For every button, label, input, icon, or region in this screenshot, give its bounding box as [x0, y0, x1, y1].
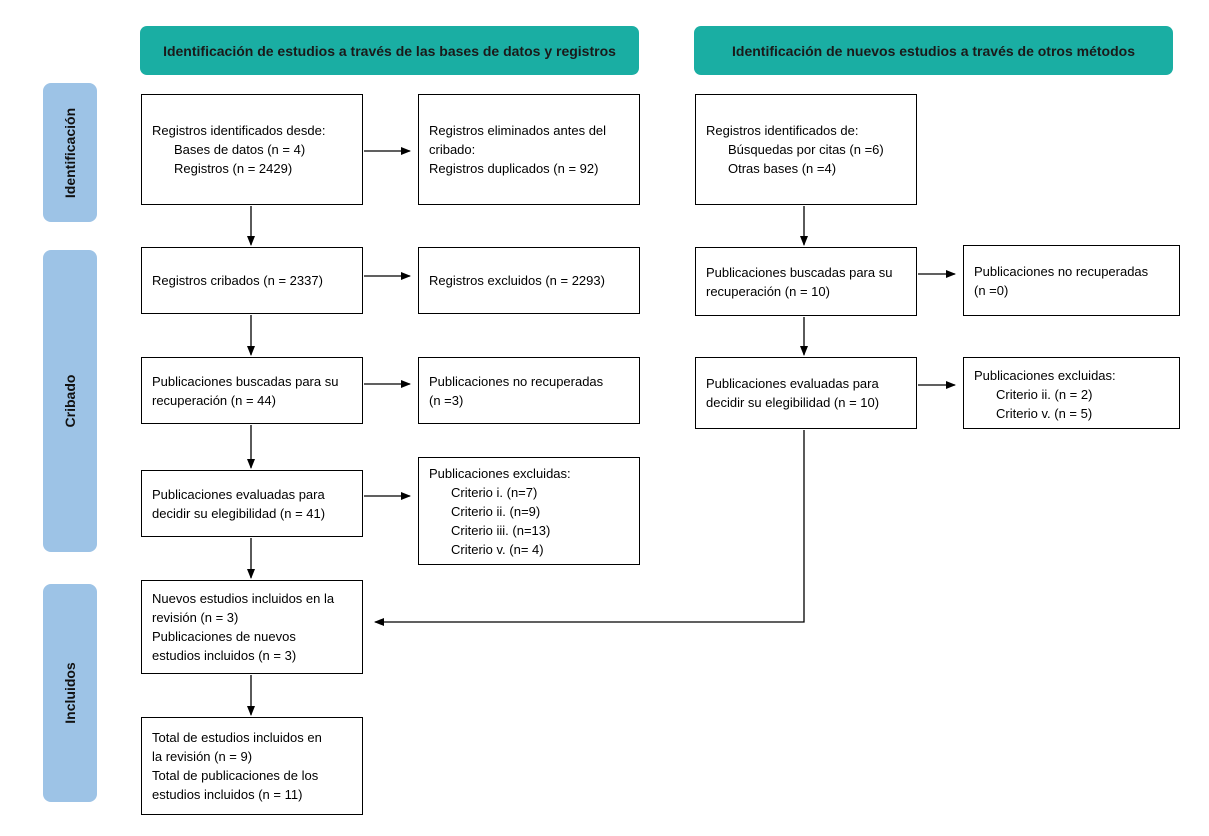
other-records-title: Registros identificados de: [706, 123, 859, 138]
total-included-line2: la revisión (n = 9) [152, 749, 253, 764]
total-included-line4: estudios incluidos (n = 11) [152, 787, 303, 802]
other-excluded-criterion-2: Criterio v. (n = 5) [996, 406, 1093, 421]
header-database-identification: Identificación de estudios a través de l… [140, 26, 639, 75]
other-records-other-bases: Otras bases (n =4) [728, 161, 837, 176]
box-new-studies-included: Nuevos estudios incluidos en la revisión… [141, 580, 363, 674]
box-records-removed: Registros eliminados antes del cribado: … [418, 94, 640, 205]
reports-sought-line1: Publicaciones buscadas para su [152, 373, 339, 389]
header-database-identification-text: Identificación de estudios a través de l… [163, 42, 616, 59]
records-screened-text: Registros cribados (n = 2337) [152, 273, 323, 288]
reports-excluded-criterion-1: Criterio i. (n=7) [451, 484, 538, 500]
new-studies-line2: revisión (n = 3) [152, 610, 239, 625]
box-other-reports-not-retrieved: Publicaciones no recuperadas (n =0) [963, 245, 1180, 316]
phase-included: Incluidos [43, 584, 97, 802]
box-records-identified: Registros identificados desde: Bases de … [141, 94, 363, 205]
phase-identification: Identificación [43, 83, 97, 222]
box-other-reports-excluded: Publicaciones excluidas: Criterio ii. (n… [963, 357, 1180, 429]
other-not-retrieved-line1: Publicaciones no recuperadas [974, 264, 1149, 279]
other-excluded-title: Publicaciones excluidas: [974, 368, 1116, 383]
reports-excluded-criterion-3: Criterio iii. (n=13) [451, 522, 551, 538]
box-records-excluded: Registros excluidos (n = 2293) [418, 247, 640, 314]
other-reports-sought-line1: Publicaciones buscadas para su [706, 264, 893, 280]
records-removed-line3: Registros duplicados (n = 92) [429, 161, 599, 176]
reports-assessed-line1: Publicaciones evaluadas para [152, 486, 325, 502]
reports-excluded-criterion-4: Criterio v. (n= 4) [451, 541, 544, 557]
records-excluded-text: Registros excluidos (n = 2293) [429, 273, 605, 288]
new-studies-line3: Publicaciones de nuevos [152, 629, 296, 644]
new-studies-line1: Nuevos estudios incluidos en la [152, 591, 335, 606]
records-identified-registers: Registros (n = 2429) [174, 161, 293, 176]
reports-excluded-title: Publicaciones excluidas: [429, 465, 571, 481]
box-reports-not-retrieved: Publicaciones no recuperadas (n =3) [418, 357, 640, 424]
reports-assessed-line2: decidir su elegibilidad (n = 41) [152, 505, 326, 521]
total-included-line1: Total de estudios incluidos en [152, 730, 322, 745]
other-not-retrieved-line2: (n =0) [974, 283, 1009, 298]
reports-not-retrieved-line2: (n =3) [429, 392, 464, 408]
box-reports-assessed: Publicaciones evaluadas para decidir su … [141, 470, 363, 537]
box-other-records-identified: Registros identificados de: Búsquedas po… [695, 94, 917, 205]
box-other-reports-sought: Publicaciones buscadas para su recuperac… [695, 247, 917, 316]
new-studies-line4: estudios incluidos (n = 3) [152, 648, 297, 663]
other-excluded-criterion-1: Criterio ii. (n = 2) [996, 387, 1093, 402]
reports-not-retrieved-line1: Publicaciones no recuperadas [429, 373, 604, 389]
other-reports-sought-line2: recuperación (n = 10) [706, 283, 830, 299]
box-records-screened: Registros cribados (n = 2337) [141, 247, 363, 314]
other-reports-assessed-line1: Publicaciones evaluadas para [706, 376, 879, 391]
box-reports-excluded: Publicaciones excluidas: Criterio i. (n=… [418, 457, 640, 565]
phase-screening: Cribado [43, 250, 97, 552]
records-identified-databases: Bases de datos (n = 4) [174, 142, 306, 157]
header-other-methods-text: Identificación de nuevos estudios a trav… [732, 42, 1135, 59]
other-reports-assessed-line2: decidir su elegibilidad (n = 10) [706, 395, 880, 410]
box-total-included: Total de estudios incluidos en la revisi… [141, 717, 363, 815]
header-other-methods: Identificación de nuevos estudios a trav… [694, 26, 1173, 75]
arrow-other-assessed-to-included [374, 430, 805, 626]
records-removed-line1: Registros eliminados antes del [429, 123, 607, 138]
records-removed-line2: cribado: [429, 142, 476, 157]
reports-excluded-criterion-2: Criterio ii. (n=9) [451, 503, 541, 519]
total-included-line3: Total de publicaciones de los [152, 768, 319, 783]
other-records-citations: Búsquedas por citas (n =6) [728, 142, 884, 157]
box-reports-sought: Publicaciones buscadas para su recuperac… [141, 357, 363, 424]
records-identified-title: Registros identificados desde: [152, 123, 326, 138]
reports-sought-line2: recuperación (n = 44) [152, 392, 276, 408]
box-other-reports-assessed: Publicaciones evaluadas para decidir su … [695, 357, 917, 429]
